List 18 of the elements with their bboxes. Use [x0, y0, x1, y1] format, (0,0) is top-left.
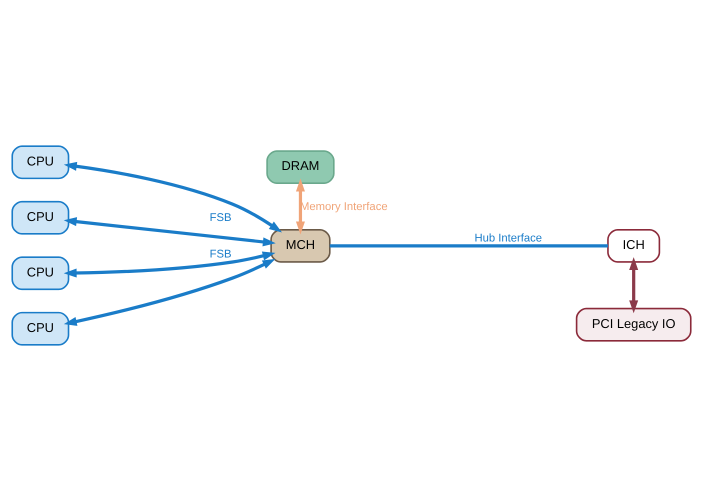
arrow: [64, 217, 276, 246]
node-box: CPU: [11, 312, 70, 346]
edge-label: FSB: [210, 248, 232, 261]
node-box: CPU: [11, 145, 70, 180]
arrow: [64, 258, 276, 326]
connector: [330, 244, 608, 248]
node-box: CPU: [11, 200, 70, 235]
arrow: [296, 178, 305, 234]
edge-label: Hub Interface: [474, 232, 542, 245]
node-box: PCI Legacy IO: [576, 308, 692, 342]
arrow: [629, 257, 638, 314]
edge-label: FSB: [210, 212, 232, 224]
node-box: CPU: [11, 256, 70, 290]
node-box: DRAM: [266, 150, 335, 184]
arrow: [64, 252, 276, 278]
node-box: MCH: [270, 229, 331, 263]
arrow: [64, 162, 282, 232]
node-box: ICH: [607, 229, 660, 263]
